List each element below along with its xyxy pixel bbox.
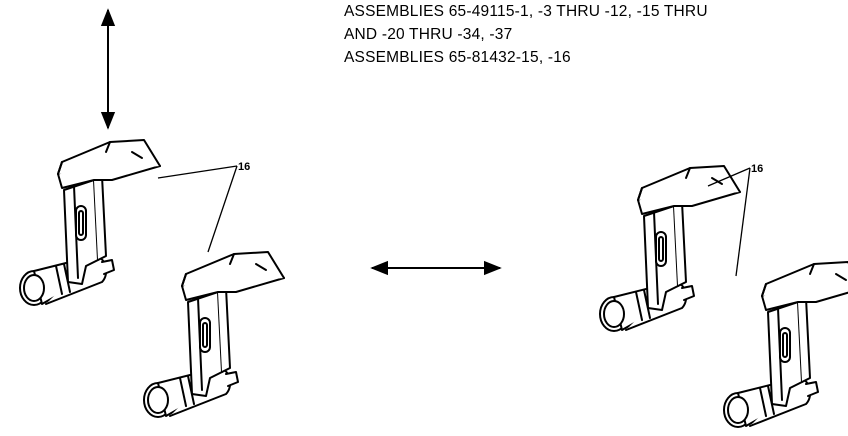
assembly-caption: ASSEMBLIES 65-49115-1, -3 THRU -12, -15 … bbox=[344, 0, 708, 69]
left-bracket-front bbox=[143, 251, 285, 418]
caption-line-3: ASSEMBLIES 65-81432-15, -16 bbox=[344, 49, 571, 66]
right-callout-leaders bbox=[707, 167, 751, 277]
caption-line-2: AND -20 THRU -34, -37 bbox=[344, 26, 513, 43]
left-bracket-rear bbox=[19, 139, 161, 306]
left-callout-label: 16 bbox=[238, 161, 250, 173]
caption-line-1: ASSEMBLIES 65-49115-1, -3 THRU -12, -15 … bbox=[344, 3, 708, 20]
right-bracket-rear bbox=[599, 165, 741, 332]
right-callout-label: 16 bbox=[751, 163, 763, 175]
right-bracket-front bbox=[723, 261, 848, 428]
left-callout-leaders bbox=[157, 165, 238, 253]
